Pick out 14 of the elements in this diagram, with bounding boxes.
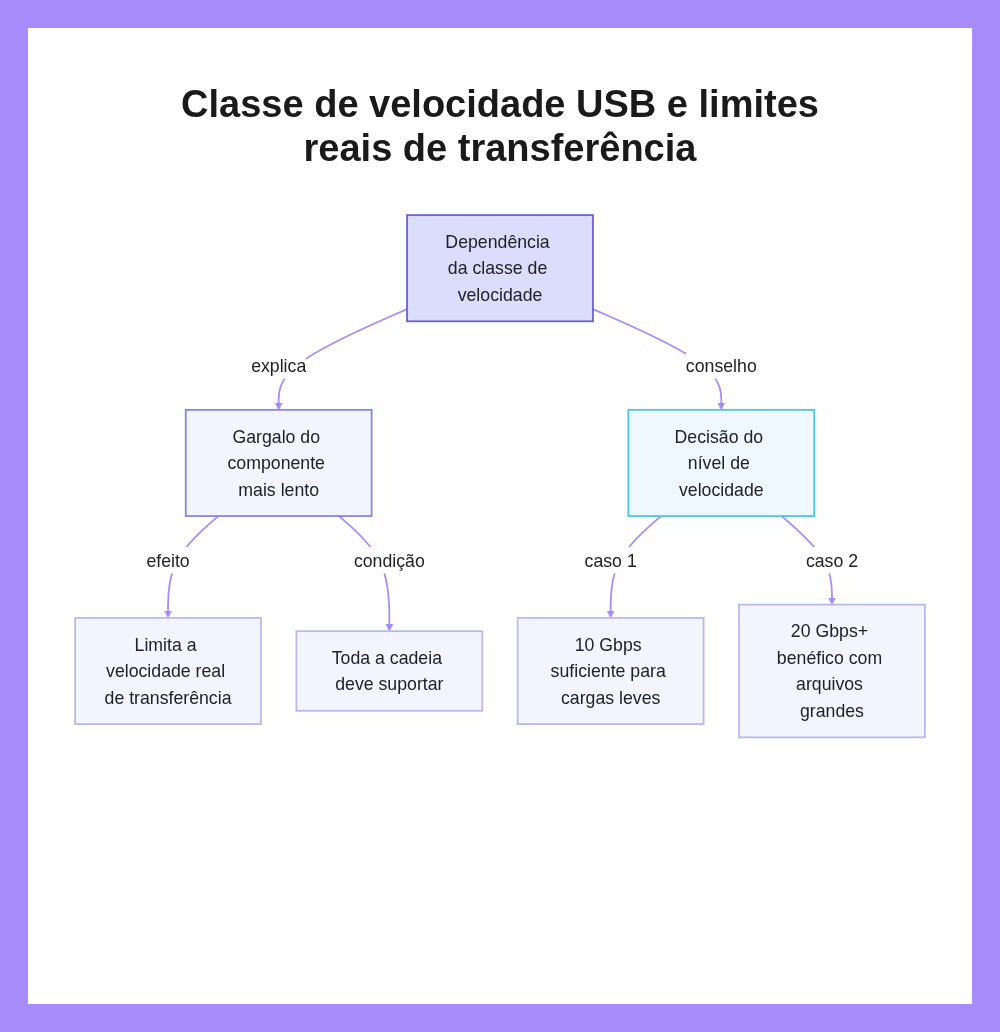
edge-label: explica xyxy=(251,355,307,376)
diagram-title: Classe de velocidade USB e limites reais de transferência xyxy=(180,83,820,171)
edge-label: caso 1 xyxy=(584,550,637,571)
edge-label: caso 2 xyxy=(805,550,859,571)
node-box: Gargalo do componente mais lento xyxy=(184,408,373,517)
node-box: Limita a velocidade real de transferência xyxy=(74,616,262,725)
node-box: Toda a cadeia deve suportar xyxy=(295,630,484,712)
node-box: 20 Gbps+ benéfico com arquivos grandes xyxy=(738,603,926,739)
edge-label: condição xyxy=(353,550,425,571)
node-box: Decisão do nível de velocidade xyxy=(627,408,816,517)
node-box: Dependência da classe de velocidade xyxy=(406,214,594,323)
edge-label: conselho xyxy=(685,355,757,376)
node-box: 10 Gbps suficiente para cargas leves xyxy=(516,616,705,725)
edge-label: efeito xyxy=(146,550,190,571)
